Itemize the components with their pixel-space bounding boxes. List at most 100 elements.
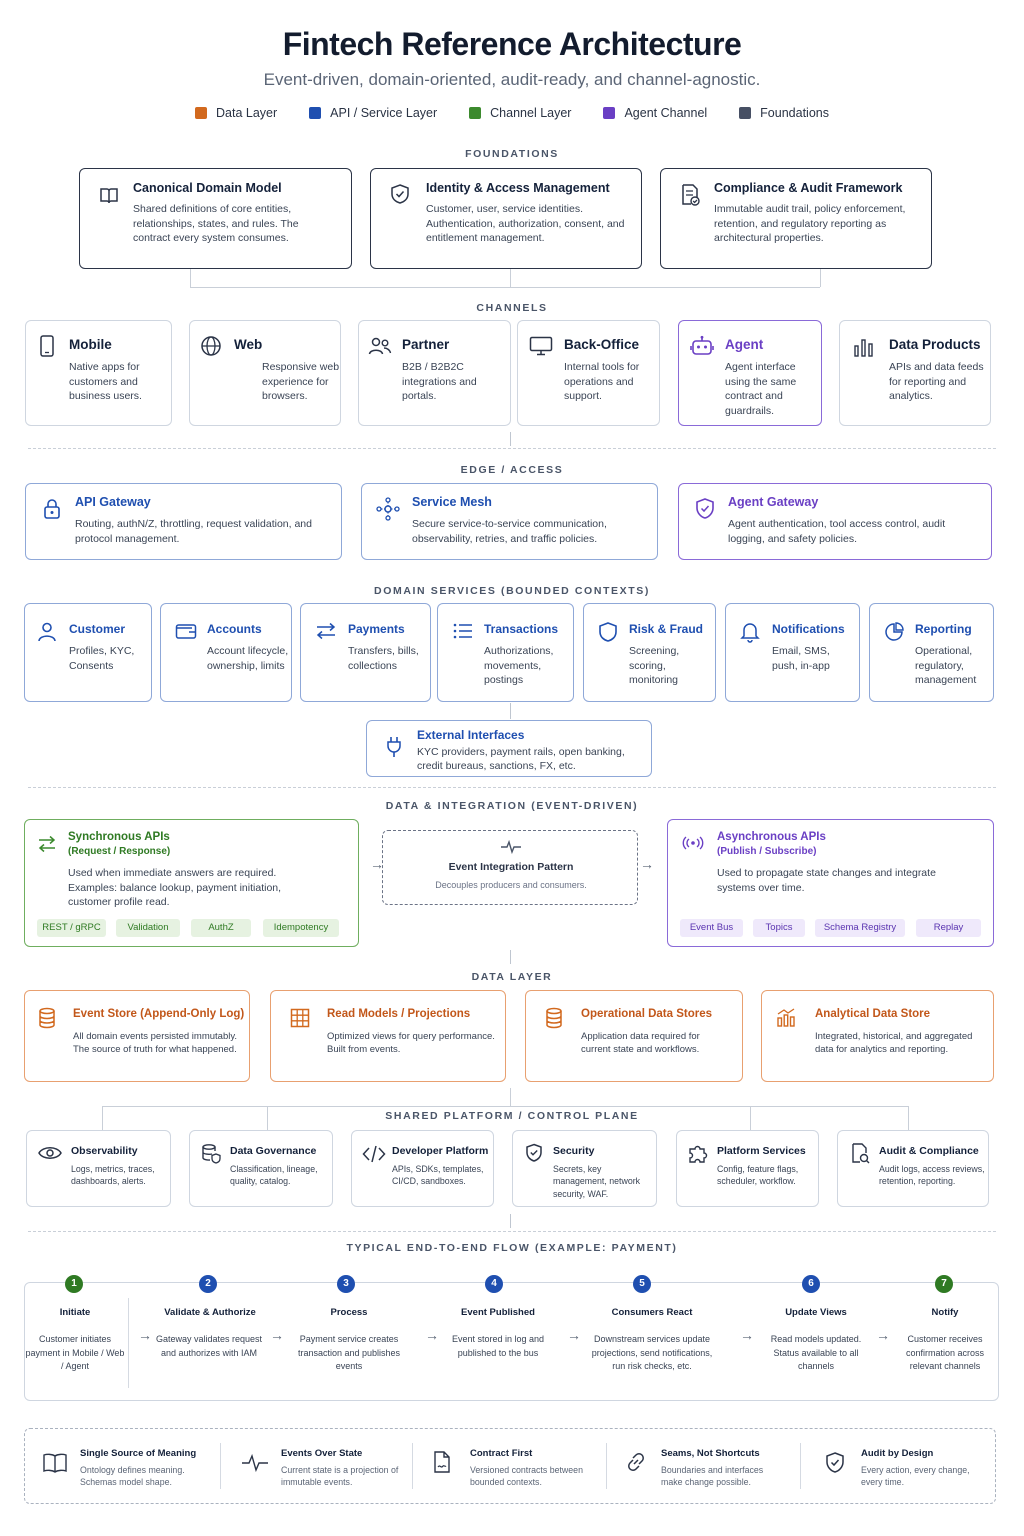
broadcast-icon [682,836,704,850]
arrow-right-icon: → [425,1327,439,1343]
card-desc: Operational, regulatory, management [915,645,977,687]
card-desc: Used when immediate answers are required… [68,867,282,909]
legend-label: Channel Layer [490,106,572,120]
tag-event-bus: Event Bus [680,919,743,937]
data-card-read-models: Read Models / Projections Optimized view… [270,990,506,1082]
async-apis-card: Asynchronous APIs (Publish / Subscribe) … [667,819,994,947]
step-badge-4: 4 [485,1275,503,1293]
card-desc: Logs, metrics, traces, dashboards, alert… [71,1164,155,1187]
section-channels: CHANNELS [476,302,548,314]
domain-card-reporting: Reporting Operational, regulatory, manag… [869,603,994,702]
card-title: Customer [69,622,126,636]
tag-idempotency: Idempotency [263,919,339,937]
legend-item-agent: Agent Channel [603,106,707,120]
robot-icon [690,335,714,355]
connector [102,1106,908,1107]
card-title: Analytical Data Store [815,1008,931,1020]
bell-icon [740,623,760,643]
principle-separator [800,1443,801,1489]
card-title: Operational Data Stores [581,1008,713,1020]
page-subtitle: Event-driven, domain-oriented, audit-rea… [263,70,761,89]
arrow-right-icon: → [370,856,384,872]
shield-check-icon [826,1452,844,1473]
principle-desc: Ontology defines meaning. Schemas model … [80,1465,185,1488]
foundation-card-iam: Identity & Access Management Customer, u… [370,168,642,269]
tag-topics: Topics [753,919,805,937]
link-icon [628,1453,644,1471]
card-desc: Config, feature flags, scheduler, workfl… [717,1164,799,1187]
card-desc: KYC providers, payment rails, open banki… [417,746,625,773]
step-badge-2: 2 [199,1275,217,1293]
list-icon [453,623,472,639]
contract-icon [434,1451,450,1473]
card-desc: All domain events persisted immutably. T… [73,1031,238,1056]
card-desc: Agent interface using the same contract … [725,361,797,418]
principle-separator [220,1443,221,1489]
step-badge-7: 7 [935,1275,953,1293]
code-icon [362,1145,386,1163]
foundation-card-compliance: Compliance & Audit Framework Immutable a… [660,168,932,269]
step-desc: Payment service creates transaction and … [297,1334,401,1371]
card-desc: Secrets, key management, network securit… [553,1164,641,1199]
page-title: Fintech Reference Architecture [282,26,742,62]
principle-desc: Every action, every change, every time. [861,1465,970,1488]
book-icon [100,188,118,204]
edge-card-api-gateway: API Gateway Routing, authN/Z, throttling… [25,483,342,560]
platform-card-developer-platform: Developer Platform APIs, SDKs, templates… [351,1130,494,1207]
card-desc: Native apps for customers and business u… [69,361,142,403]
card-desc: Authorizations, movements, postings [484,645,554,687]
connector [820,269,821,287]
legend-item-foundations: Foundations [739,106,829,120]
step-title: Consumers React [611,1307,693,1318]
network-icon [376,497,400,521]
card-title: Transactions [484,622,559,636]
card-desc: Immutable audit trail, policy enforcemen… [714,203,906,245]
card-title: Synchronous APIs [68,831,170,843]
section-platform: SHARED PLATFORM / CONTROL PLANE [0,1110,1024,1122]
card-desc: Audit logs, access reviews, retention, r… [879,1164,985,1187]
section-edge: EDGE / ACCESS [460,464,564,476]
arrow-right-icon: → [270,1327,284,1343]
card-subtitle: (Publish / Subscribe) [717,846,817,857]
document-check-icon [682,184,700,206]
domain-card-notifications: Notifications Email, SMS, push, in-app [725,603,860,702]
step-desc: Downstream services update projections, … [591,1334,713,1371]
legend-item-channel: Channel Layer [469,106,571,120]
principle-title: Seams, Not Shortcuts [661,1448,760,1459]
tag-authz: AuthZ [191,919,251,937]
card-title: Data Products [889,337,981,352]
tag-validation: Validation [116,919,180,937]
card-title: Event Store (Append-Only Log) [73,1008,245,1020]
section-data: DATA LAYER [471,971,553,983]
card-subtitle: (Request / Response) [68,846,171,857]
sync-apis-card: Synchronous APIs (Request / Response) Us… [24,819,359,947]
card-title: Agent Gateway [728,495,819,509]
event-integration-pattern-card: Event Integration Pattern Decouples prod… [382,830,638,905]
card-title: Security [553,1145,595,1157]
external-interfaces-card: External Interfaces KYC providers, payme… [366,720,652,777]
card-title: Read Models / Projections [327,1008,471,1020]
flow-container [24,1282,999,1401]
card-title: API Gateway [75,495,151,509]
step-desc: Customer initiates payment in Mobile / W… [25,1334,125,1371]
card-title: Developer Platform [392,1145,489,1157]
channel-card-agent: Agent Agent interface using the same con… [678,320,822,426]
card-title: Identity & Access Management [426,181,610,195]
card-desc: B2B / B2B2C integrations and portals. [402,361,477,403]
wallet-icon [175,624,197,639]
users-icon [368,337,392,355]
connector [510,432,511,446]
shield-check-icon [526,1143,542,1162]
legend-swatch [603,107,616,119]
card-title: Payments [348,622,405,636]
card-desc: Email, SMS, push, in-app [772,645,830,672]
step-badge-6: 6 [802,1275,820,1293]
card-desc: APIs and data feeds for reporting and an… [889,361,984,403]
lock-icon [44,499,60,519]
step-desc: Event stored in log and published to the… [451,1334,545,1358]
platform-card-observability: Observability Logs, metrics, traces, das… [26,1130,171,1207]
section-domain: DOMAIN SERVICES (BOUNDED CONTEXTS) [374,585,650,597]
domain-card-transactions: Transactions Authorizations, movements, … [437,603,574,702]
domain-card-customer: Customer Profiles, KYC, Consents [24,603,152,702]
step-title: Notify [931,1307,959,1318]
